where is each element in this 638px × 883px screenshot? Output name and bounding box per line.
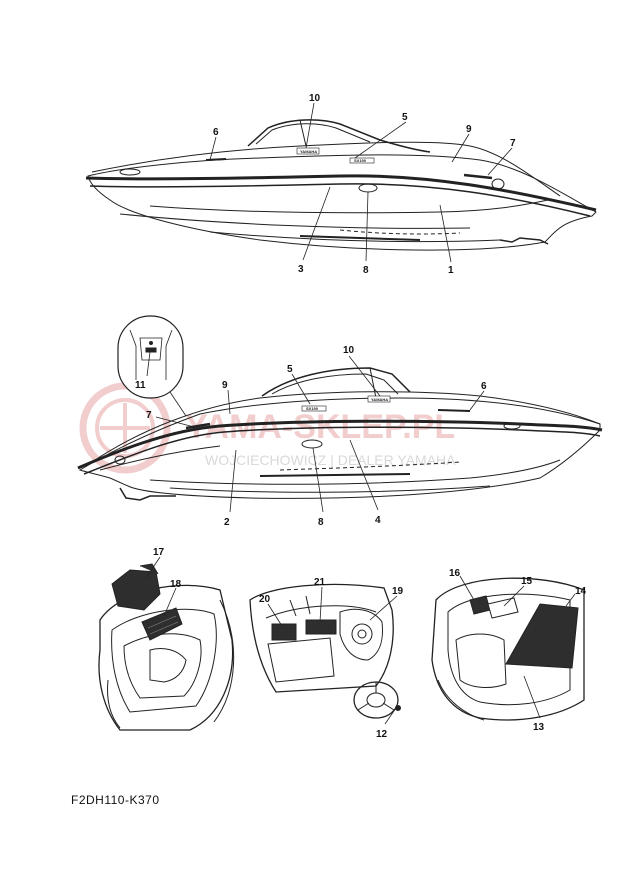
- model-decal-side: [301, 405, 327, 412]
- svg-text:YAMAHA: YAMAHA: [371, 397, 388, 402]
- callout-18: 18: [170, 579, 182, 590]
- callouts-helm: [267, 586, 398, 725]
- helm-panel-decals: [271, 619, 337, 641]
- boat-top-view: [85, 119, 597, 251]
- model-decal-top: [349, 157, 375, 164]
- inset-detail: [117, 315, 187, 417]
- stern-decal-top: [205, 158, 227, 161]
- callout-3: 3: [298, 264, 304, 275]
- boarding-step-decal: [111, 563, 161, 611]
- callout-7-b: 7: [146, 410, 152, 421]
- callout-1: 1: [448, 265, 454, 276]
- callout-15: 15: [521, 576, 533, 587]
- callout-19: 19: [392, 586, 404, 597]
- watermark-subtitle: WOJCIECHOWICZ | DEALER YAMAHA: [205, 452, 456, 468]
- callout-7: 7: [510, 138, 516, 149]
- helm-console-view: [249, 583, 394, 693]
- callout-10-b: 10: [343, 345, 355, 356]
- callout-12: 12: [376, 729, 388, 740]
- callout-5: 5: [402, 112, 408, 123]
- callout-6-b: 6: [481, 381, 487, 392]
- svg-text:YAMAHA: YAMAHA: [300, 149, 317, 154]
- callout-6: 6: [213, 127, 219, 138]
- callout-2: 2: [224, 517, 230, 528]
- callout-8-b: 8: [318, 517, 324, 528]
- callout-8: 8: [363, 265, 369, 276]
- svg-text:SX190: SX190: [354, 158, 367, 163]
- rear-step-mat: [141, 607, 183, 641]
- callout-21: 21: [314, 577, 326, 588]
- yamaha-decal-side: [367, 395, 391, 403]
- callout-17: 17: [153, 547, 165, 558]
- callout-14: 14: [575, 586, 587, 597]
- yamaha-decal-top: [296, 147, 320, 155]
- callouts-rear: [145, 556, 177, 617]
- callout-9: 9: [466, 124, 472, 135]
- callout-13: 13: [533, 722, 545, 733]
- callouts-bow: [459, 575, 576, 719]
- bow-deck-mats: [469, 595, 579, 669]
- svg-text:SX190: SX190: [306, 406, 319, 411]
- bow-cockpit-view: [431, 577, 585, 721]
- watermark: YAMA-SKLEP.PL WOJCIECHOWICZ | DEALER YAM…: [79, 382, 456, 474]
- callout-20: 20: [259, 594, 271, 605]
- boat-side-view: [77, 367, 603, 501]
- callouts-top-boat: [209, 102, 513, 263]
- callout-11: 11: [135, 380, 146, 391]
- steering-wheel-detail: [353, 681, 401, 719]
- callout-4: 4: [375, 515, 381, 526]
- callout-10: 10: [309, 93, 321, 104]
- callout-16: 16: [449, 568, 461, 579]
- side-stripe-decal-top: [463, 173, 493, 180]
- callout-9-b: 9: [222, 380, 228, 391]
- side-stripe-decal-bow: [185, 422, 211, 430]
- rear-seating-view: [98, 584, 235, 731]
- stern-decal-side: [437, 409, 471, 412]
- callout-5-b: 5: [287, 364, 293, 375]
- diagram-code: F2DH110-K370: [71, 793, 160, 807]
- boat-top-decals: YAMAHA SX190: [205, 147, 493, 180]
- callouts-side-boat: [155, 355, 485, 513]
- boat-side-decals: YAMAHA SX190: [185, 395, 471, 430]
